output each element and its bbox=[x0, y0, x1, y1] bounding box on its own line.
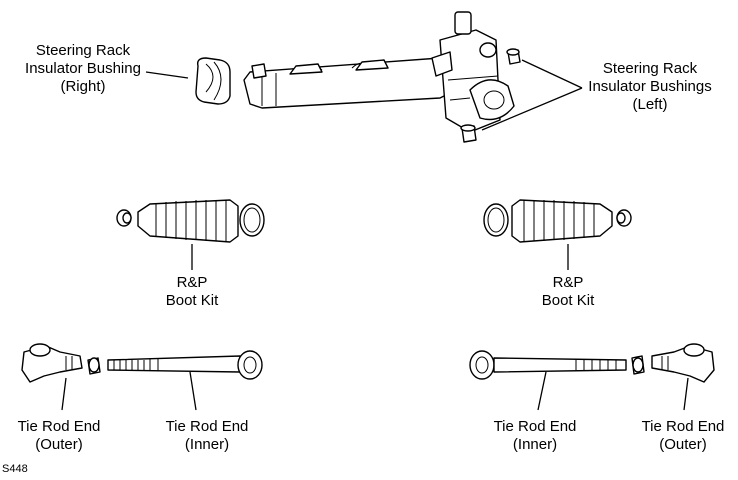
tie-rod-end-inner-left bbox=[107, 350, 263, 380]
steering-rack-housing bbox=[243, 11, 515, 133]
boot-kit-left bbox=[116, 199, 265, 243]
rack-insulator-bushings-left bbox=[460, 48, 521, 143]
label-tie-rod-outer-left: Tie Rod End (Outer) bbox=[17, 418, 101, 453]
tie-rod-end-inner-right bbox=[469, 350, 627, 380]
label-rack-bushing-right: Steering Rack Insulator Bushing (Right) bbox=[25, 42, 141, 95]
leader-lines bbox=[61, 59, 689, 411]
tie-rod-end-outer-right bbox=[631, 343, 715, 383]
rack-insulator-bushing-right bbox=[195, 57, 231, 105]
label-tie-rod-inner-right: Tie Rod End (Inner) bbox=[493, 418, 577, 453]
figure-code: S448 bbox=[2, 463, 28, 475]
label-tie-rod-inner-left: Tie Rod End (Inner) bbox=[165, 418, 249, 453]
label-boot-kit-left: R&P Boot Kit bbox=[165, 274, 219, 309]
tie-rod-end-outer-left bbox=[21, 343, 101, 383]
label-rack-bushings-left: Steering Rack Insulator Bushings (Left) bbox=[588, 60, 712, 113]
label-tie-rod-outer-right: Tie Rod End (Outer) bbox=[641, 418, 725, 453]
label-boot-kit-right: R&P Boot Kit bbox=[541, 274, 595, 309]
boot-kit-right bbox=[483, 199, 632, 243]
